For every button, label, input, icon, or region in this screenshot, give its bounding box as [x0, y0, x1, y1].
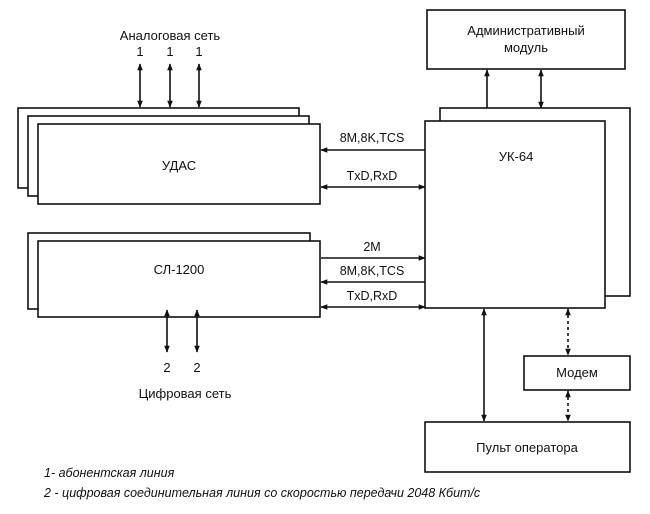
sl-2m-signal-label: 2M — [363, 240, 380, 254]
legend-note-2: 2 - цифровая соединительная линия со ско… — [43, 486, 481, 500]
sl-data-signal-label: TxD,RxD — [347, 289, 398, 303]
udas-block — [37, 123, 321, 205]
analog-network-caption: Аналоговая сеть — [120, 28, 221, 43]
uk64-label: УК-64 — [499, 149, 534, 164]
uk64-block — [424, 120, 606, 309]
analog-line-label-3: 1 — [195, 44, 202, 59]
digital-line-label-1: 2 — [163, 360, 170, 375]
sl1200-label: СЛ-1200 — [154, 262, 205, 277]
operator-console-label: Пульт оператора — [476, 440, 578, 455]
udas-label: УДАС — [162, 158, 196, 173]
udas-clock-signal-label: 8M,8K,TCS — [340, 131, 405, 145]
sl-clock-signal-label: 8M,8K,TCS — [340, 264, 405, 278]
analog-line-label-2: 1 — [166, 44, 173, 59]
modem-block — [523, 355, 631, 391]
admin-module-label-line2: модуль — [504, 40, 548, 55]
modem-label: Модем — [556, 365, 598, 380]
admin-module-label-line1: Административный — [467, 23, 584, 38]
sl1200-block — [37, 240, 321, 318]
analog-line-label-1: 1 — [136, 44, 143, 59]
digital-network-caption: Цифровая сеть — [139, 386, 232, 401]
udas-data-signal-label: TxD,RxD — [347, 169, 398, 183]
legend-note-1: 1- абонентская линия — [44, 466, 175, 480]
digital-line-label-2: 2 — [193, 360, 200, 375]
admin-module-block — [426, 9, 626, 70]
operator-console-block — [424, 421, 631, 473]
